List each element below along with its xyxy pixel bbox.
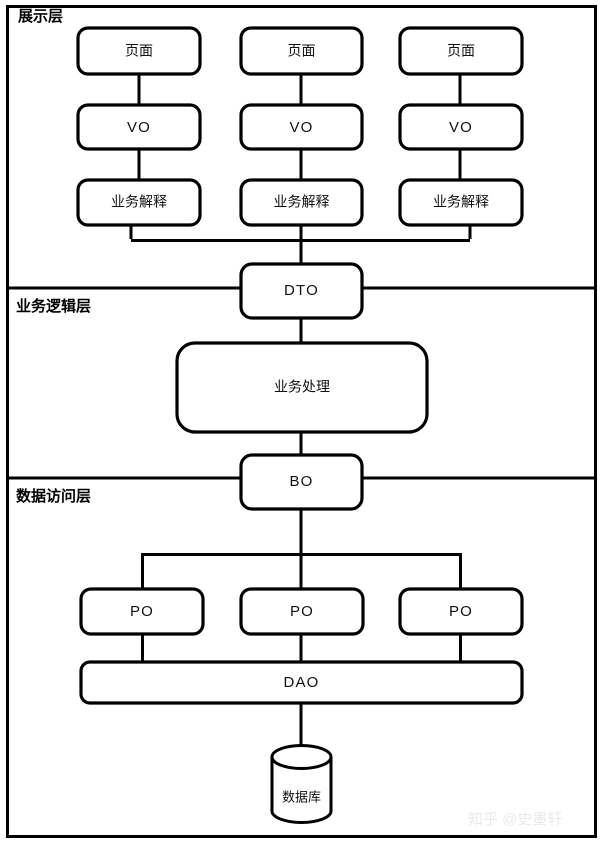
node-vo-3-shape: [398, 103, 524, 151]
layer-label-presentation: 展示层: [18, 8, 63, 25]
node-dto-shape: [239, 262, 364, 320]
node-page-1-shape: [76, 26, 202, 76]
node-vo-1-shape: [76, 103, 202, 151]
node-business-interpretation-2-label: 业务解释: [274, 194, 330, 210]
node-po-3[interactable]: PO: [398, 587, 524, 636]
node-dao-label: DAO: [283, 674, 319, 691]
node-business-interpretation-1-shape: [76, 178, 202, 227]
node-vo-2[interactable]: VO: [239, 103, 364, 151]
node-po-2-label: PO: [290, 603, 314, 620]
database-cylinder-body: [270, 757, 333, 824]
node-po-3-shape: [398, 587, 524, 636]
node-po-3-label: PO: [449, 603, 473, 620]
node-bo-shape: [239, 453, 364, 511]
node-business-interpretation-1-label: 业务解释: [111, 194, 167, 210]
diagram-outer-frame: [6, 5, 597, 838]
node-vo-1[interactable]: VO: [76, 103, 202, 151]
node-dao[interactable]: DAO: [79, 660, 524, 705]
node-po-2-shape: [239, 587, 365, 636]
node-page-1-label: 页面: [125, 43, 153, 59]
node-page-3-shape: [398, 26, 524, 76]
node-bo-label: BO: [289, 473, 313, 490]
node-business-interpretation-3-label: 业务解释: [433, 194, 489, 210]
node-page-1[interactable]: 页面: [76, 26, 202, 76]
node-page-2-label: 页面: [288, 43, 316, 59]
node-dto-label: DTO: [284, 282, 319, 299]
node-business-interpretation-3-shape: [398, 178, 524, 227]
node-po-2[interactable]: PO: [239, 587, 365, 636]
zhihu-watermark: 知乎 @史墨轩: [468, 811, 562, 828]
node-vo-1-label: VO: [127, 119, 151, 136]
node-dao-shape: [79, 660, 524, 705]
layer-label-business-logic: 业务逻辑层: [16, 297, 91, 315]
node-business-process-label: 业务处理: [274, 379, 330, 395]
node-business-interpretation-3[interactable]: 业务解释: [398, 178, 524, 227]
node-business-process[interactable]: 业务处理: [175, 341, 429, 434]
node-vo-3-label: VO: [449, 119, 473, 136]
node-po-1-shape: [79, 587, 205, 636]
node-database[interactable]: 数据库: [270, 744, 333, 824]
node-page-2[interactable]: 页面: [239, 26, 364, 76]
layer-label-data-access: 数据访问层: [16, 487, 91, 505]
node-business-interpretation-1[interactable]: 业务解释: [76, 178, 202, 227]
node-page-3[interactable]: 页面: [398, 26, 524, 76]
node-dto[interactable]: DTO: [239, 262, 364, 320]
node-business-interpretation-2-shape: [239, 178, 364, 227]
node-bo[interactable]: BO: [239, 453, 364, 511]
node-vo-2-shape: [239, 103, 364, 151]
node-vo-3[interactable]: VO: [398, 103, 524, 151]
database-cylinder-top: [270, 744, 333, 770]
node-business-process-shape: [175, 341, 429, 434]
node-database-label: 数据库: [282, 789, 321, 804]
node-business-interpretation-2[interactable]: 业务解释: [239, 178, 364, 227]
node-vo-2-label: VO: [289, 119, 313, 136]
node-po-1-label: PO: [130, 603, 154, 620]
node-page-2-shape: [239, 26, 364, 76]
node-po-1[interactable]: PO: [79, 587, 205, 636]
node-page-3-label: 页面: [447, 43, 475, 59]
